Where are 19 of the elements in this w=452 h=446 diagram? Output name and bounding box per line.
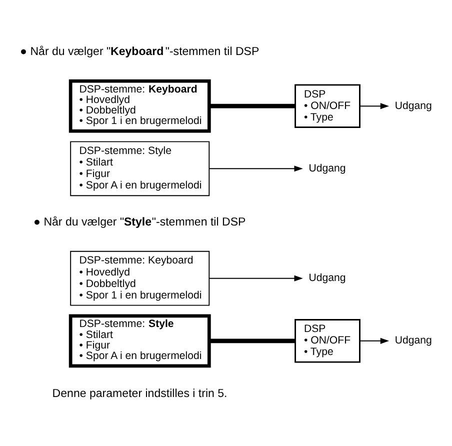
node-box: DSP • ON/OFF • Type bbox=[294, 318, 360, 362]
node-box: DSP • ON/OFF • Type bbox=[294, 84, 360, 128]
arrow bbox=[208, 165, 303, 172]
node-text: Udgang bbox=[308, 162, 346, 174]
node-text: Udgang bbox=[308, 272, 346, 284]
node-text: Udgang bbox=[394, 99, 432, 112]
label: ● Når du vælger "Style"-stemmen til DSP bbox=[34, 216, 246, 228]
node-box: DSP-stemme: Style • Stilart • Figur • Spor A i en brugermelodi bbox=[70, 140, 210, 196]
node-box: DSP-stemme: Style • Stilart • Figur • Spor A i en brugermelodi bbox=[68, 314, 211, 368]
connector bbox=[209, 103, 296, 108]
arrow bbox=[208, 274, 303, 281]
connector bbox=[209, 338, 296, 343]
node-text: Udgang bbox=[394, 334, 432, 346]
arrow bbox=[359, 102, 390, 109]
label: ● Når du vælger "Keyboard"-stemmen til DSP bbox=[20, 46, 260, 58]
node-box: DSP-stemme: Keyboard • Hovedlyd • Dobbeltlyd • Spor 1 i en brugermelodi bbox=[68, 78, 211, 132]
arrow bbox=[359, 337, 390, 344]
label: Denne parameter indstilles i trin 5. bbox=[52, 387, 228, 400]
node-box: DSP-stemme: Keyboard • Hovedlyd • Dobbeltlyd • Spor 1 i en brugermelodi bbox=[70, 250, 210, 306]
